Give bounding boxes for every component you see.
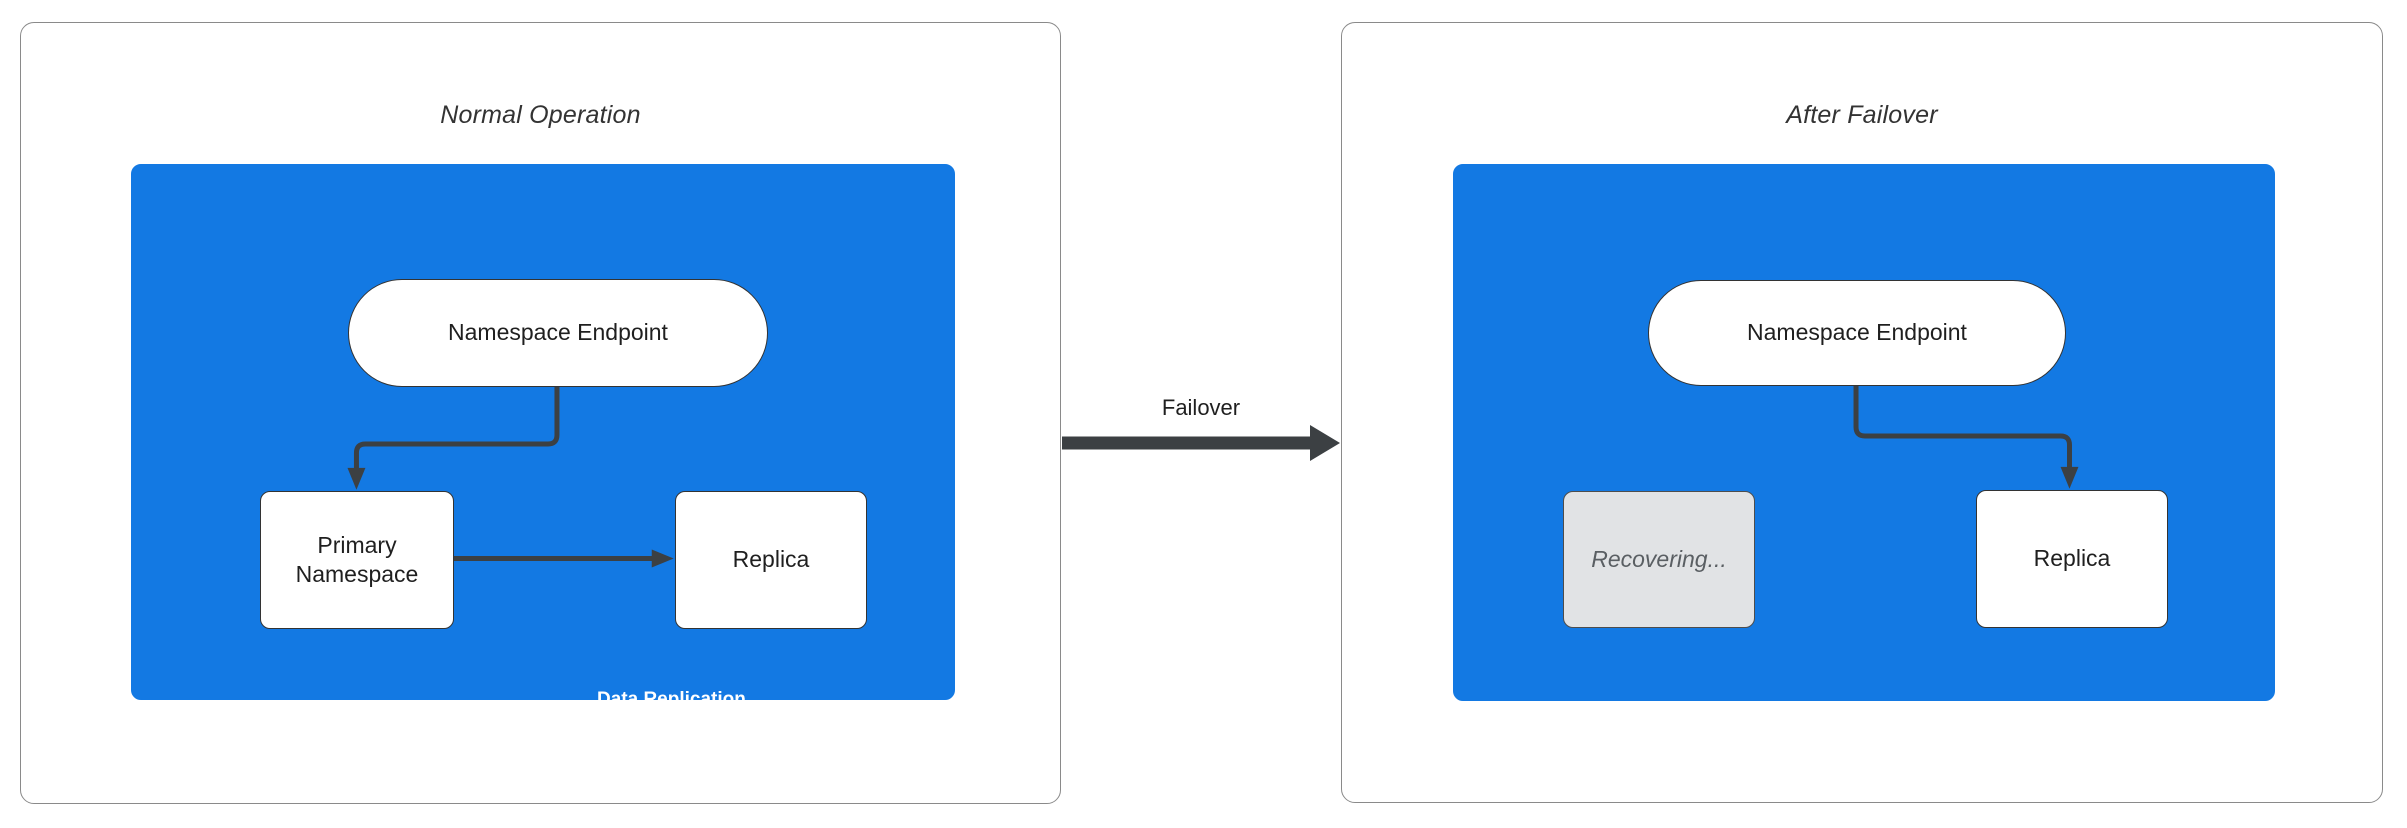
- cluster-after-failover: Namespace Endpoint Recovering... Replica: [1453, 164, 2275, 701]
- node-label: Replica: [2033, 545, 2111, 572]
- edge-endpoint-to-replica: [1853, 385, 2072, 473]
- node-label-line1: Primary: [317, 531, 397, 558]
- transition-failover: Failover: [1062, 395, 1352, 461]
- node-normal-primary-namespace[interactable]: Primary Namespace: [260, 491, 454, 629]
- edge-label-data-replication: Data Replication: [597, 689, 746, 710]
- node-failover-recovering[interactable]: Recovering...: [1563, 491, 1755, 628]
- node-label: Recovering...: [1591, 545, 1727, 572]
- panel-title-after-failover: After Failover: [1786, 101, 1938, 129]
- node-normal-namespace-endpoint[interactable]: Namespace Endpoint: [348, 279, 768, 387]
- node-label: Namespace Endpoint: [448, 319, 668, 346]
- node-label: Replica: [732, 546, 810, 573]
- node-failover-namespace-endpoint[interactable]: Namespace Endpoint: [1648, 280, 2066, 386]
- transition-failover-label: Failover: [1161, 395, 1241, 420]
- panel-after-failover: After Failover Namespace Endpoint Recove…: [1341, 22, 2383, 803]
- failover-arrow-head: [1310, 425, 1340, 461]
- node-normal-replica[interactable]: Replica: [675, 491, 867, 629]
- edge-endpoint-to-primary: [353, 386, 560, 474]
- edge-primary-to-replica-arrowhead: [651, 549, 674, 568]
- edge-endpoint-to-replica-arrowhead: [2060, 466, 2079, 489]
- cluster-normal-operation: Namespace Endpoint Primary Namespace Rep…: [131, 164, 955, 709]
- panel-normal-operation: Normal Operation Namespace Endpoint Prim…: [20, 22, 1061, 804]
- node-label: Namespace Endpoint: [1747, 319, 1967, 346]
- node-label-line2: Namespace: [295, 561, 419, 587]
- node-failover-replica[interactable]: Replica: [1976, 490, 2168, 628]
- node-label: Primary Namespace: [296, 531, 419, 590]
- edge-endpoint-to-primary-arrowhead: [347, 467, 366, 490]
- panel-title-normal-operation: Normal Operation: [440, 101, 641, 129]
